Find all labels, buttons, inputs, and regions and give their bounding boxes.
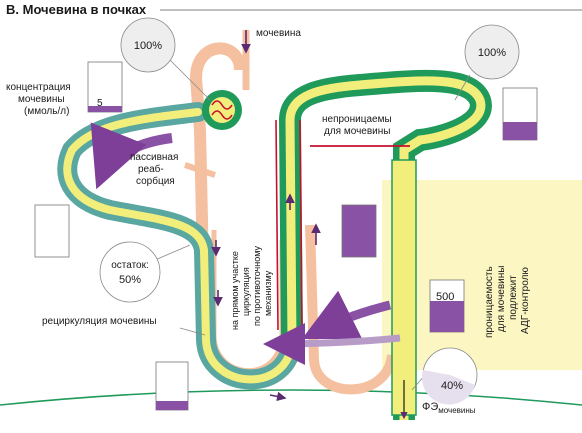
- medulla-border: [0, 389, 582, 406]
- concentration-label-2: мочевины: [18, 94, 65, 105]
- countercurrent-label-4: механизму: [263, 270, 273, 316]
- box-loop: [155, 361, 189, 411]
- remainder-percent: 50%: [119, 274, 141, 286]
- box-proximal: 5: [87, 61, 123, 113]
- box-collecting: 500: [429, 279, 465, 333]
- box-distal: [502, 87, 538, 141]
- recirculation-label: рециркуляция мочевины: [42, 316, 157, 327]
- adh-label-3: подлежит: [508, 275, 519, 320]
- callout-excretion: 40%: [411, 347, 478, 405]
- excretion-percent: 40%: [441, 380, 463, 392]
- distal-percent: 100%: [478, 47, 506, 59]
- passive-label-1: пассивная: [130, 152, 178, 163]
- countercurrent-label-1: на прямом участке: [230, 251, 240, 330]
- distal-tubule: [275, 69, 492, 420]
- concentration-label-1: концентрация: [6, 82, 71, 93]
- collecting-duct: [391, 159, 417, 420]
- passive-label-3: сорбция: [136, 175, 175, 187]
- box-proximal-lower: [34, 204, 70, 258]
- concentration-label-3: (ммоль/л): [24, 106, 69, 117]
- adh-label-2: для мочевины: [496, 266, 507, 332]
- remainder-label: остаток:: [111, 260, 149, 271]
- countercurrent-label-2: циркуляция: [241, 267, 251, 316]
- passive-label-2: реаб-: [138, 163, 164, 175]
- adh-text: проницаемость для мочевины подлежит АДГ-…: [484, 266, 531, 338]
- adh-label-4: АДГ-контролю: [520, 267, 531, 334]
- adh-label-1: проницаемость: [484, 266, 495, 338]
- glomerulus: [202, 90, 242, 130]
- countercurrent-label-3: по противоточному: [252, 246, 262, 326]
- fe-subscript: мочевины: [438, 406, 476, 415]
- page-title: В. Мочевина в почках: [6, 2, 147, 17]
- impermeable-label-2: для мочевины: [324, 126, 390, 137]
- concentration-value: 5: [97, 98, 103, 109]
- glomerulus-percent: 100%: [134, 40, 162, 52]
- callout-remainder: остаток: 50%: [99, 241, 191, 303]
- urea-top-label: мочевина: [256, 28, 301, 39]
- recirculation-pointer: [179, 327, 206, 336]
- callout-distal: 100%: [454, 24, 520, 101]
- countercurrent-text: на прямом участке циркуляция по противот…: [230, 246, 273, 330]
- fe-label: ФЭмочевины: [422, 401, 476, 415]
- impermeable-label-1: непроницаемы: [322, 114, 392, 125]
- callout-glomerulus: 100%: [120, 17, 211, 101]
- collecting-value: 500: [436, 291, 454, 303]
- proximal-tubule: [57, 102, 302, 390]
- fe-main: ФЭ: [422, 401, 438, 413]
- box-medulla-interstitium: [341, 204, 377, 258]
- urea-flow-arrows: [90, 30, 401, 402]
